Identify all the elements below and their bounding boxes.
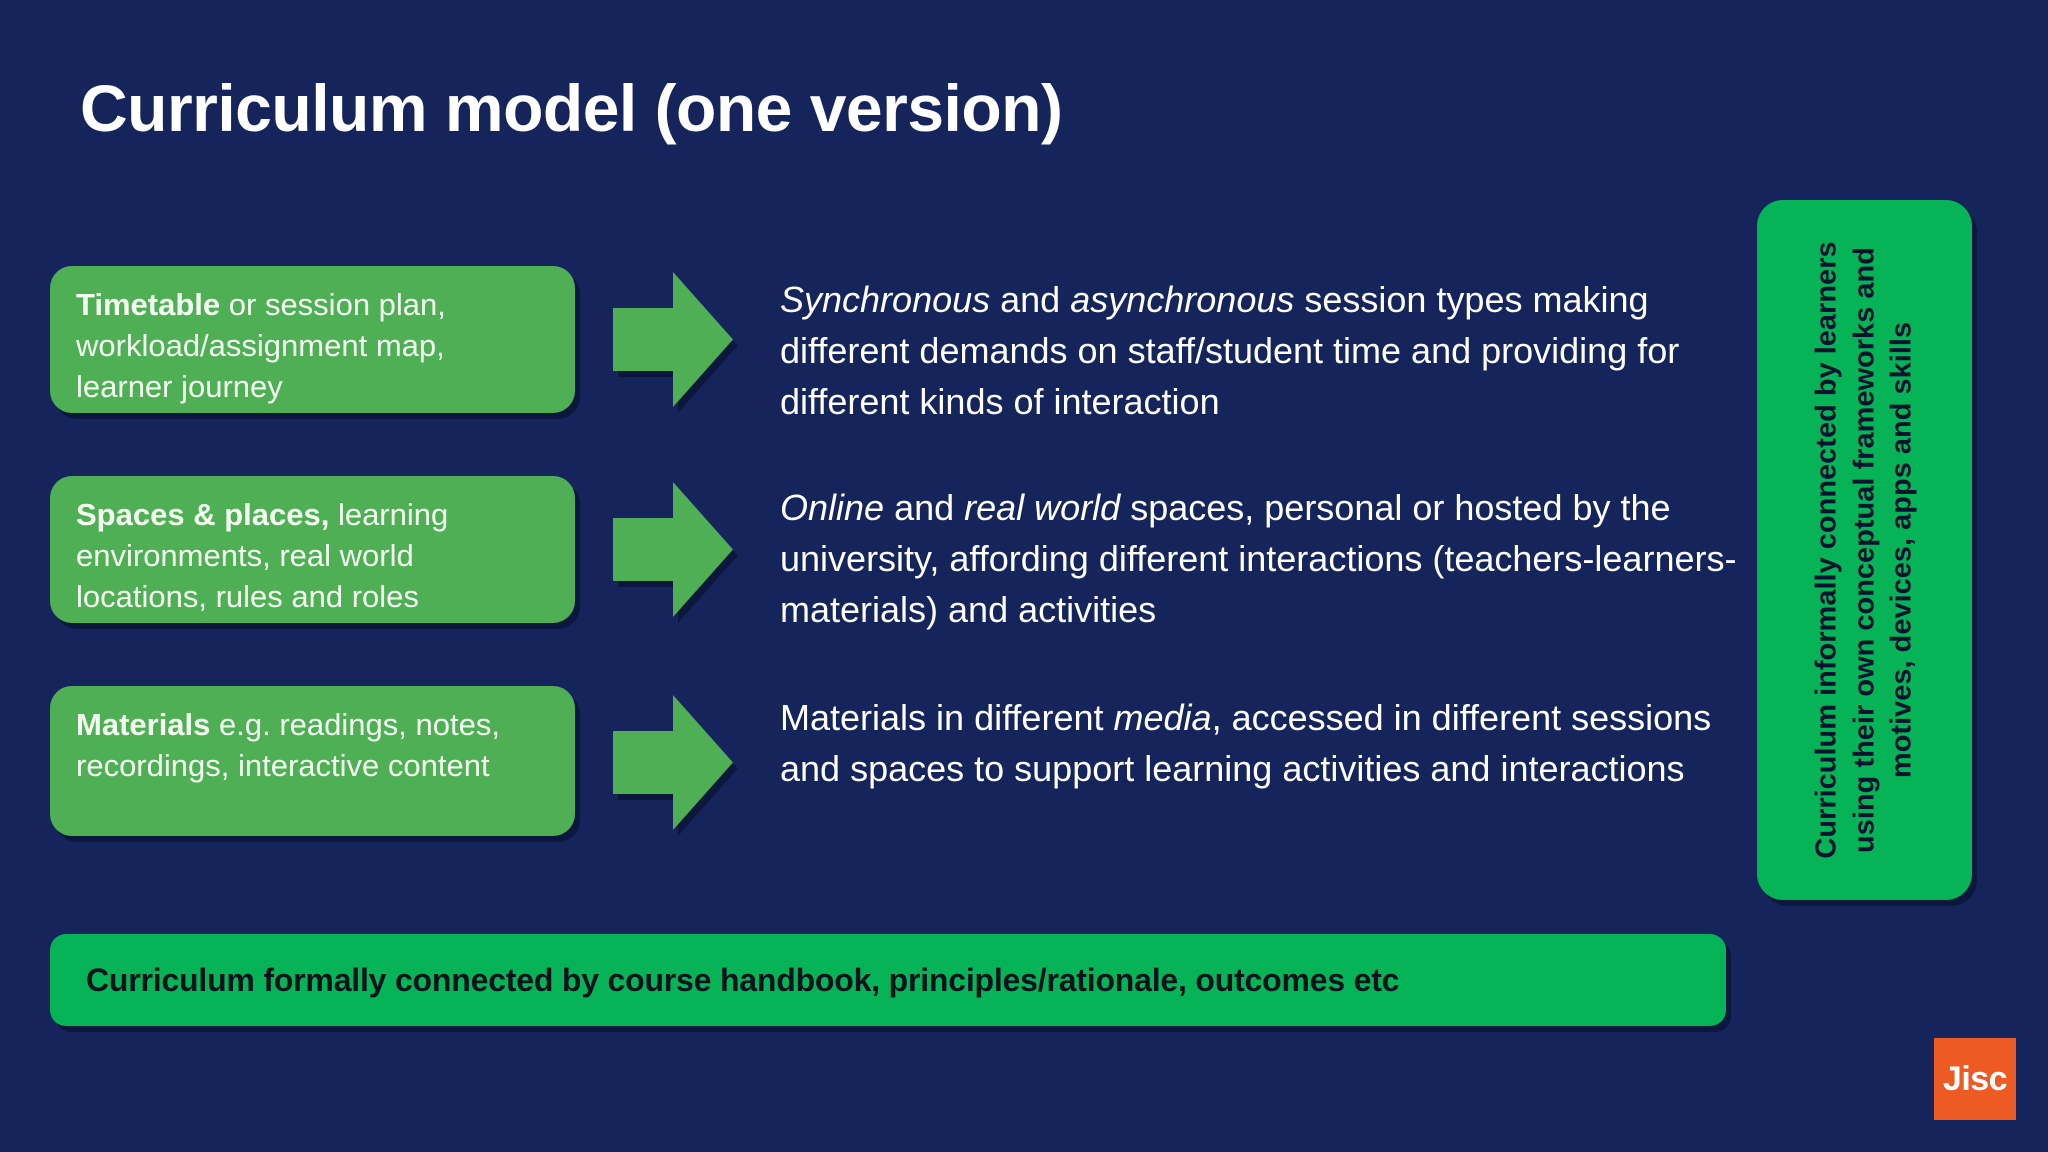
concept-box-bold-label: Spaces & places,: [76, 497, 330, 532]
description-text-materials: Materials in different media, accessed i…: [780, 697, 1712, 790]
concept-box-bold-label: Timetable: [76, 287, 221, 322]
informal-connection-panel: Curriculum informally connected by learn…: [1757, 200, 1972, 900]
concept-box-materials: Materials e.g. readings, notes, recordin…: [50, 686, 575, 836]
description-text-sessions: Synchronous and asynchronous session typ…: [780, 279, 1680, 423]
concept-box-rest-label: learning environments, real world locati…: [76, 497, 449, 615]
concept-box-timetable: Timetable or session plan, workload/assi…: [50, 266, 575, 413]
right-arrow-icon: [613, 272, 733, 407]
concept-box-spaces-places: Spaces & places, learning environments, …: [50, 476, 575, 623]
informal-connection-label: Curriculum informally connected by learn…: [1809, 241, 1918, 859]
right-arrow-icon: [613, 695, 733, 830]
jisc-logo: Jisc: [1934, 1038, 2016, 1120]
page-title: Curriculum model (one version): [80, 71, 1063, 145]
jisc-logo-text: Jisc: [1942, 1060, 2008, 1098]
description-text-spaces: Online and real world spaces, personal o…: [780, 487, 1737, 631]
concept-box-rest-label: or session plan, workload/assignment map…: [76, 287, 446, 405]
right-arrow-icon: [613, 482, 733, 617]
concept-box-bold-label: Materials: [76, 707, 211, 742]
formal-connection-bar: Curriculum formally connected by course …: [50, 934, 1726, 1026]
formal-connection-label: Curriculum formally connected by course …: [86, 961, 1400, 998]
concept-box-rest-label: e.g. readings, notes, recordings, intera…: [76, 707, 500, 784]
